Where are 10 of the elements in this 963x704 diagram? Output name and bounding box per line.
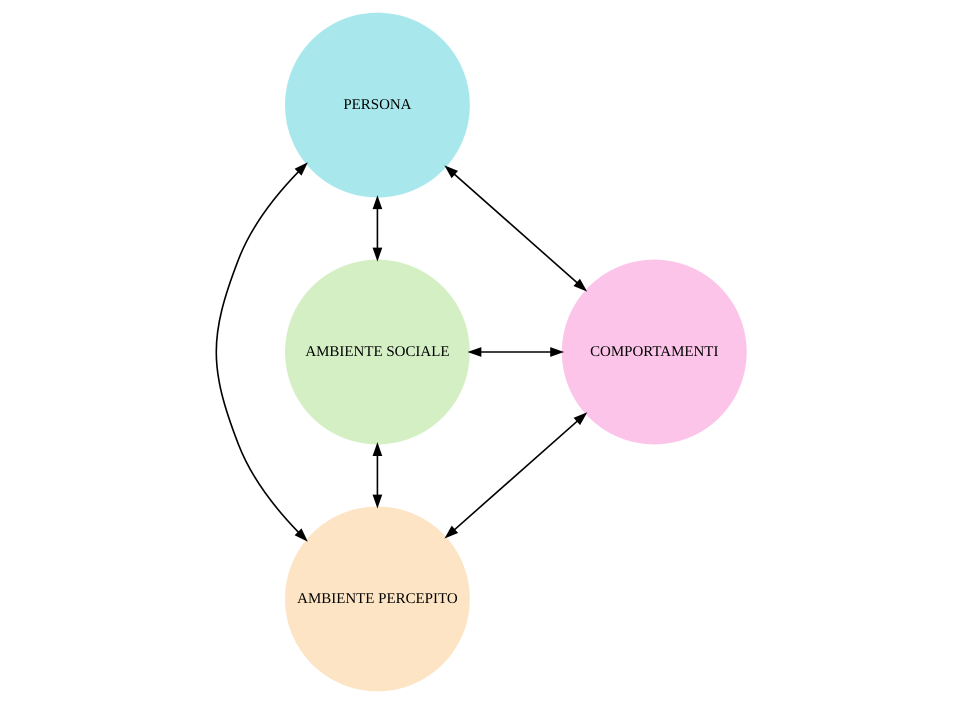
node-circle: PERSONA (284, 12, 470, 198)
node-circle: AMBIENTE PERCEPITO (284, 506, 470, 692)
arrow (444, 165, 588, 292)
node-circle: COMPORTAMENTI (562, 260, 747, 444)
arrow (467, 347, 564, 357)
node-circle: AMBIENTE SOCIALE (284, 260, 470, 444)
arrow (216, 162, 308, 542)
arrow (444, 412, 588, 539)
arrow (372, 195, 382, 262)
arrow (372, 442, 382, 508)
